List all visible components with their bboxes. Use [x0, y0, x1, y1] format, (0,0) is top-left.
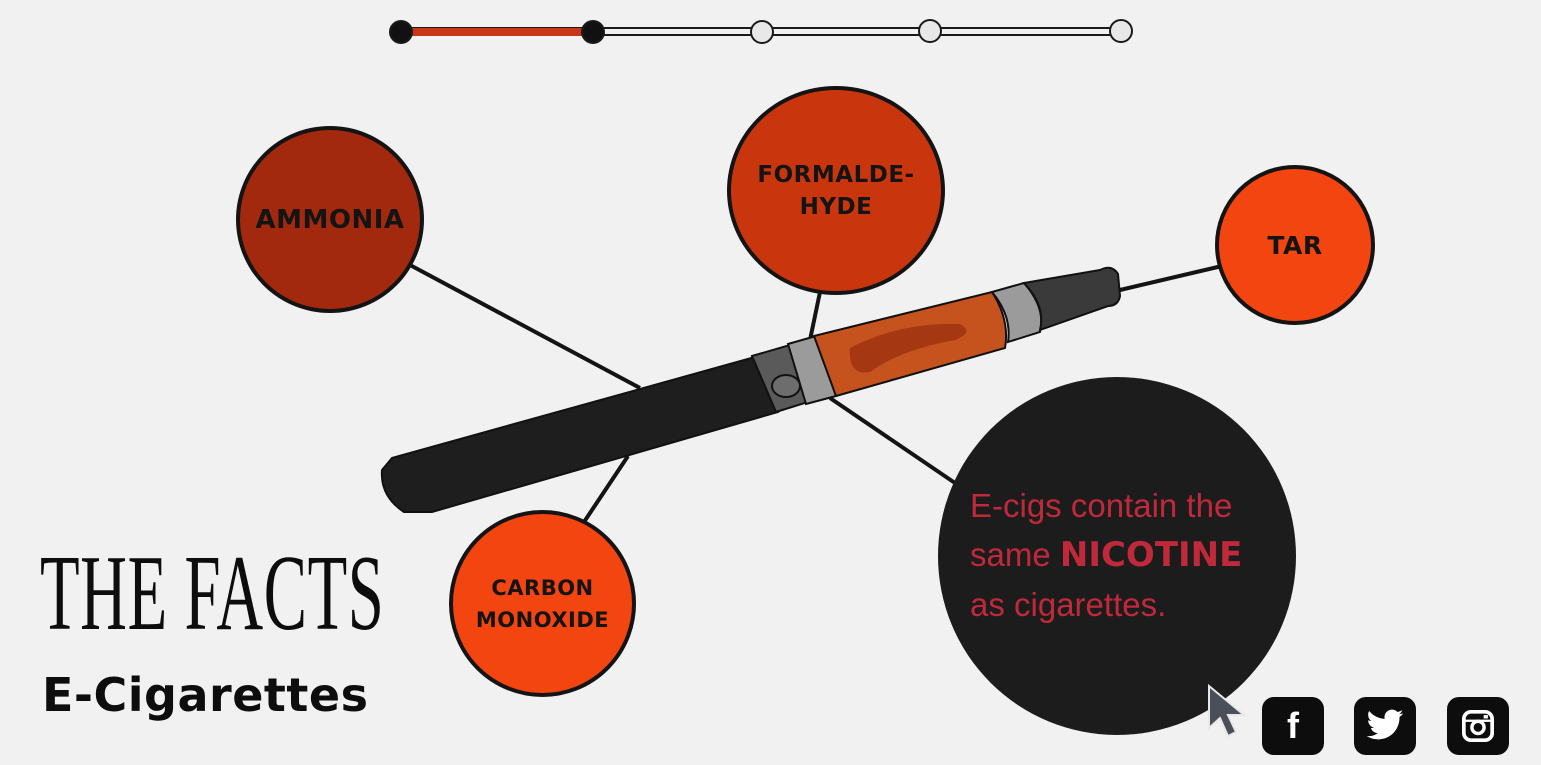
instagram-icon: [1461, 709, 1495, 743]
connector-fact: [828, 396, 957, 485]
fact-text: E-cigs contain the same NICOTINE as ciga…: [970, 481, 1300, 629]
connector-lines: [409, 263, 1223, 524]
fact-highlight: NICOTINE: [1059, 535, 1243, 575]
progress-fill: [402, 28, 592, 36]
connector-tar: [1119, 264, 1223, 292]
fact-line-3: as cigarettes.: [970, 586, 1167, 623]
chemical-formaldehyde[interactable]: FORMALDE- HYDE: [727, 86, 945, 295]
fact-line-1: E-cigs contain the: [970, 487, 1233, 524]
chemical-ammonia[interactable]: AMMONIA: [236, 126, 424, 313]
chemical-carbon-monoxide-label: CARBON MONOXIDE: [475, 575, 610, 632]
page-title: THE FACTS: [40, 534, 385, 653]
connector-formaldehyde: [808, 291, 822, 341]
page-subtitle: E-Cigarettes: [42, 668, 369, 722]
twitter-icon: [1366, 709, 1404, 740]
ecig-body: [380, 266, 1122, 513]
progress-step-1[interactable]: [389, 20, 413, 44]
fact-line-2-prefix: same: [970, 536, 1060, 573]
connector-ammonia: [409, 263, 641, 390]
progress-step-5[interactable]: [1109, 19, 1133, 43]
progress-step-3[interactable]: [750, 20, 774, 44]
progress-step-2[interactable]: [581, 20, 605, 44]
progress-step-4[interactable]: [918, 19, 942, 43]
mouse-cursor-icon: [1208, 684, 1247, 738]
chemical-ammonia-label: AMMONIA: [255, 204, 405, 235]
instagram-button[interactable]: [1447, 697, 1509, 755]
twitter-button[interactable]: [1354, 697, 1416, 755]
fact-panel: [938, 377, 1296, 735]
chemical-carbon-monoxide[interactable]: CARBON MONOXIDE: [449, 510, 636, 697]
connector-carbon-monoxide: [582, 454, 630, 524]
chemical-formaldehyde-label: FORMALDE- HYDE: [757, 161, 915, 220]
facebook-button[interactable]: f: [1262, 697, 1324, 755]
chemical-tar[interactable]: TAR: [1215, 165, 1375, 325]
chemical-tar-label: TAR: [1267, 230, 1323, 260]
fact-line-2: same NICOTINE: [970, 530, 1300, 580]
facebook-icon: f: [1287, 705, 1299, 746]
